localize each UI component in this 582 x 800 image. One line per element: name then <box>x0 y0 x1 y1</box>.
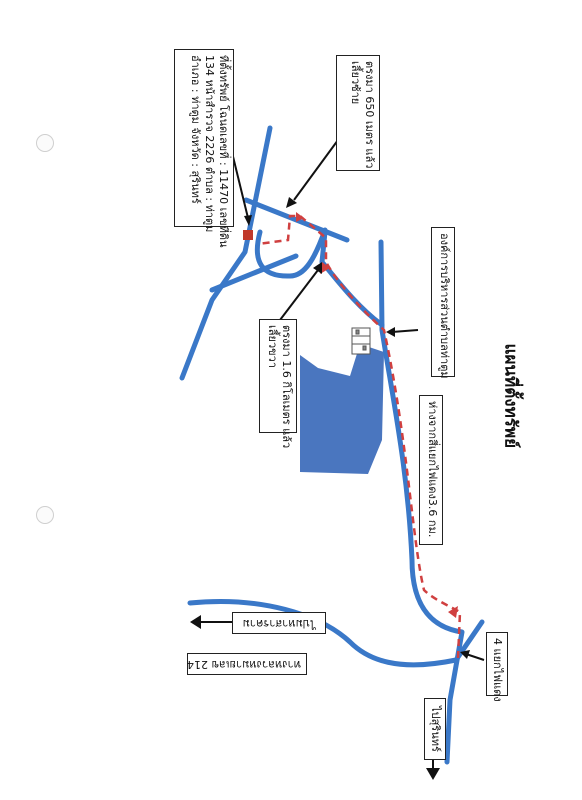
straight-1-6-text: ตรงมา 1.6 กิโลเมตร แล้ว <box>280 325 293 449</box>
highway-text: ทางหลวงหมายเลข 214 <box>187 658 301 671</box>
turn-left-text: เลี้ยวซ้าย <box>349 61 362 105</box>
label-highway-214: ทางหลวงหมายเลข 214 <box>187 653 307 675</box>
label-property-info: ที่ตั้งทรัพย์ โฉนดเลขที่ : 11470 เลขที่ด… <box>174 49 234 248</box>
road-inner-loop <box>254 227 328 279</box>
label-junction: 4 แยกไฟแดง <box>486 632 508 702</box>
road-main-north-south <box>378 239 465 765</box>
direction-surin-head <box>426 768 440 780</box>
label-to-maha-sarakham: ไปมหาสารคาม <box>232 612 326 634</box>
road-lower-cross <box>209 253 299 293</box>
pointer-junction <box>465 653 485 661</box>
reservoir-area <box>300 344 384 474</box>
route-arrow-1 <box>320 262 330 274</box>
pointer-650-head <box>286 197 297 208</box>
sao-building-icon <box>351 327 371 355</box>
property-line-2: 134 หน้าสำรวจ 2226 ตำบล : ท่าตูม <box>203 55 216 233</box>
route-arrow-3 <box>448 606 458 618</box>
sao-text: องค์การบริหารส่วนตำบลท่าตูม <box>438 233 451 379</box>
pointer-sao-head <box>386 327 395 337</box>
property-line-1: ที่ตั้งทรัพย์ โฉนดเลขที่ : 11470 เลขที่ด… <box>217 55 230 248</box>
map-title: แผนที่ตั้งทรัพย์ <box>500 343 521 449</box>
label-straight-1-6: ตรงมา 1.6 กิโลเมตร แล้ว เลี้ยวขวา <box>259 319 297 449</box>
pointer-1-6-head <box>313 262 322 274</box>
straight-650-text: ตรงมา 650 เมตร แล้ว <box>363 61 376 169</box>
to-surin-text: ไปสุรินทร์ <box>429 706 442 752</box>
property-marker <box>243 230 253 240</box>
junction-text: 4 แยกไฟแดง <box>491 638 504 702</box>
pointer-property-head <box>244 215 252 226</box>
binder-hole-top <box>36 134 54 152</box>
pointer-650 <box>293 139 339 201</box>
road-main-left <box>179 125 273 381</box>
to-maha-sarakham-text: ไปมหาสารคาม <box>242 617 316 630</box>
pointer-sao <box>391 329 419 333</box>
road-sao-branch <box>319 229 385 328</box>
label-to-surin: ไปสุรินทร์ <box>424 698 446 760</box>
distance-text: ห่างจากสี่แยกไฟแดง3.6 กม. <box>426 401 439 538</box>
label-distance: ห่างจากสี่แยกไฟแดง3.6 กม. <box>419 395 443 545</box>
pointer-1-6 <box>279 269 319 321</box>
turn-right-text: เลี้ยวขวา <box>266 325 279 368</box>
binder-hole-bottom <box>36 506 54 524</box>
label-sao: องค์การบริหารส่วนตำบลท่าตูม <box>431 227 455 379</box>
direction-maha-sarakham-head <box>190 615 201 629</box>
highway-214 <box>187 598 485 668</box>
property-line-3: อำเภอ : ท่าตูม จังหวัด : สุรินทร์ <box>189 55 202 204</box>
pointer-junction-head <box>460 650 470 659</box>
route-arrow-2 <box>296 212 304 222</box>
route-dashed <box>257 214 462 659</box>
label-straight-650: ตรงมา 650 เมตร แล้ว เลี้ยวซ้าย <box>336 55 380 171</box>
